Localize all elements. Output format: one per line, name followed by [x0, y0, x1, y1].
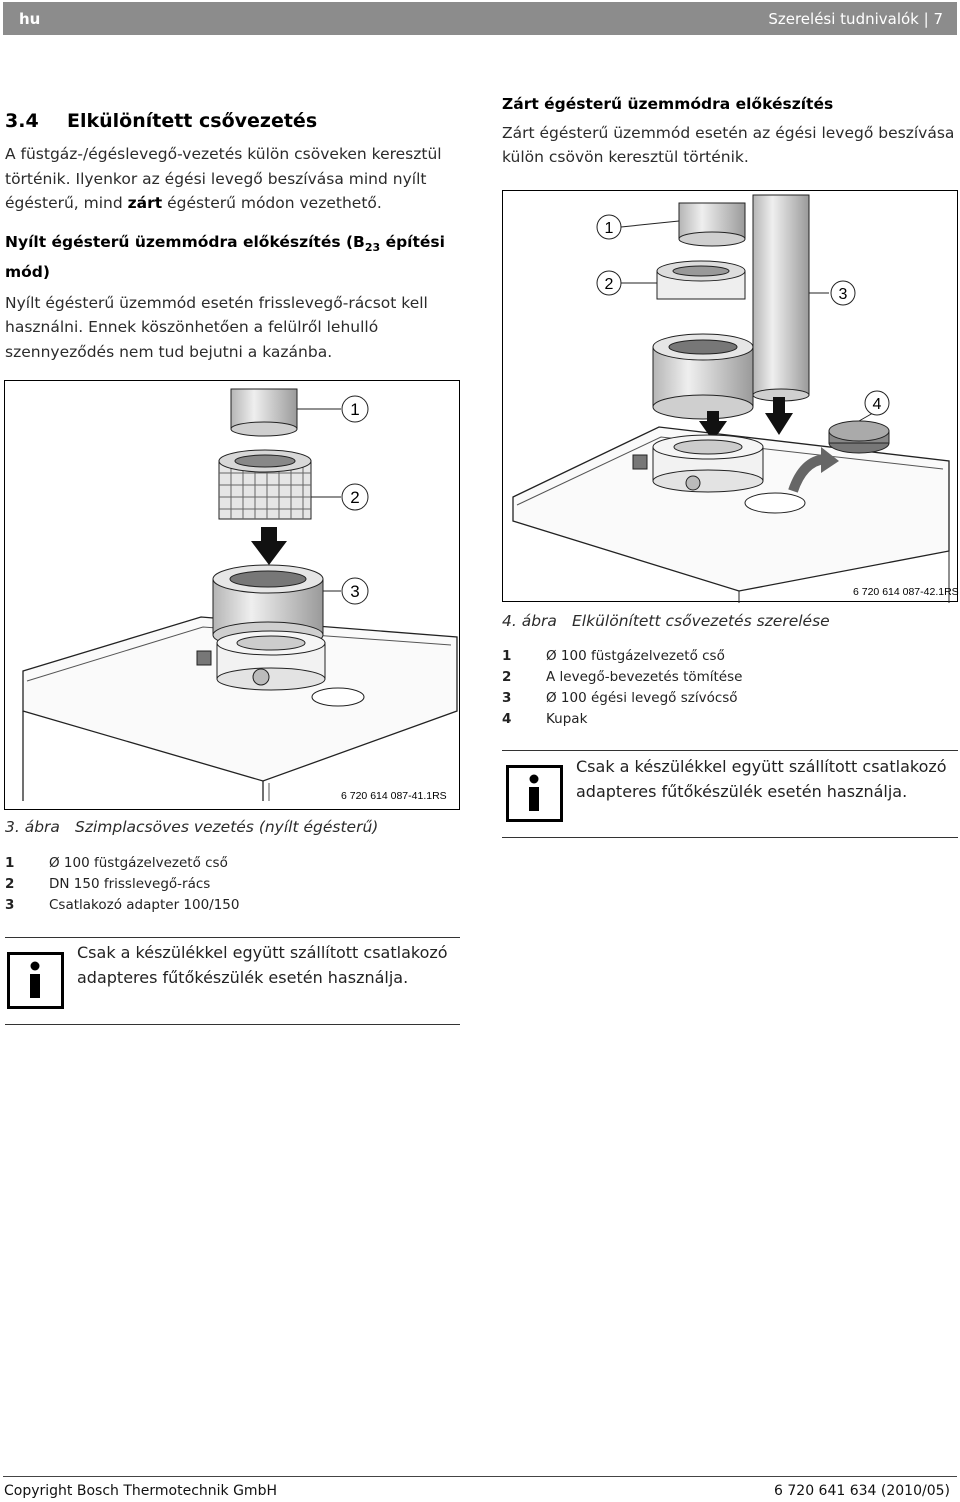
callout-2: 2 — [350, 488, 359, 507]
callout-3: 3 — [839, 286, 848, 303]
caption-number: 4. ábra — [502, 612, 557, 630]
header-section-title: Szerelési tudnivalók | 7 — [768, 10, 943, 28]
info-note-right: Csak a készülékkel együtt szállított csa… — [502, 750, 958, 838]
closed-mode-paragraph: Zárt égésterű üzemmód esetén az égési le… — [502, 123, 955, 167]
figure-4-illustration: 1 2 3 4 6 720 614 087-42.1RS — [512, 194, 959, 603]
figure-3-illustration: 1 2 3 6 720 614 087-41.1RS — [22, 388, 458, 802]
figure-3: 1 2 3 6 720 614 087-41.1RS — [4, 380, 460, 810]
caption-text: Szimplacsöves vezetés (nyílt égésterű) — [75, 818, 379, 836]
info-icon — [506, 765, 563, 822]
figure-3-caption: 3. ábra Szimplacsöves vezetés (nyílt égés… — [5, 818, 378, 836]
callout-1: 1 — [605, 220, 614, 237]
info-note-left: Csak a készülékkel együtt szállított csa… — [5, 937, 460, 1025]
open-mode-heading: Nyílt égésterű üzemmódra előkészítés (B2… — [5, 232, 445, 282]
caption-number: 3. ábra — [5, 818, 60, 836]
intro-paragraph: A füstgáz-/égéslevegő-vezetés külön csöv… — [5, 145, 442, 212]
callout-2: 2 — [605, 276, 614, 293]
figure-4: 1 2 3 4 6 720 614 087-42.1RS — [502, 190, 959, 603]
footer-copyright: Copyright Bosch Thermotechnik GmbH — [4, 1483, 277, 1499]
right-column: Zárt égésterű üzemmódra előkészítés Zárt… — [502, 92, 957, 170]
callout-3: 3 — [350, 582, 359, 601]
section-title: Elkülönített csővezetés — [67, 110, 318, 132]
callout-4: 4 — [873, 396, 882, 413]
footer-document-number: 6 720 641 634 (2010/05) — [774, 1483, 950, 1499]
page-header: hu Szerelési tudnivalók | 7 — [3, 2, 957, 35]
closed-mode-heading: Zárt égésterű üzemmódra előkészítés — [502, 95, 834, 113]
note-text: Csak a készülékkel együtt szállított csa… — [77, 943, 448, 987]
language-tag: hu — [19, 10, 41, 28]
note-text: Csak a készülékkel együtt szállított csa… — [576, 757, 947, 801]
section-number: 3.4 — [5, 110, 39, 132]
caption-text: Elkülönített csővezetés szerelése — [572, 612, 830, 630]
left-column: 3.4 Elkülönített csővezetés A füstgáz-/ég… — [5, 108, 460, 364]
open-mode-paragraph: Nyílt égésterű üzemmód esetén frissleveg… — [5, 293, 428, 361]
figure-code: 6 720 614 087-42.1RS — [853, 586, 959, 598]
info-icon — [7, 952, 64, 1009]
callout-1: 1 — [350, 400, 359, 419]
figure-code: 6 720 614 087-41.1RS — [341, 790, 447, 802]
footer-divider — [3, 1476, 957, 1477]
section-heading: 3.4 Elkülönített csővezetés — [5, 108, 460, 134]
figure-4-caption: 4. ábra Elkülönített csővezetés szerelése — [502, 612, 830, 630]
